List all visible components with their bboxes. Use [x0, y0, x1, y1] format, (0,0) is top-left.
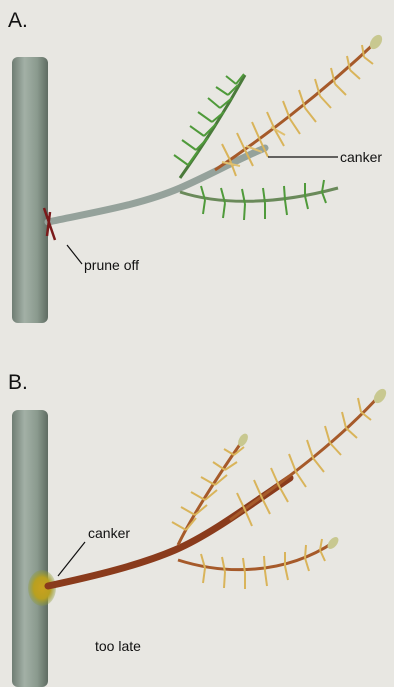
panel-a-letter: A.	[8, 10, 28, 31]
too-late-label: too late	[95, 639, 141, 653]
stem-a	[12, 57, 48, 323]
canker-label-b: canker	[88, 526, 130, 540]
prune-off-label: prune off	[84, 258, 139, 272]
foliage-green-lower-a	[180, 180, 338, 220]
panel-a	[12, 33, 385, 323]
panel-b	[12, 387, 389, 687]
canker-label-a: canker	[340, 150, 382, 164]
panel-b-letter: B.	[8, 372, 28, 393]
foliage-yellow-lower-b	[178, 539, 334, 589]
canker-leader-b	[58, 542, 85, 576]
prune-leader-a	[67, 245, 82, 264]
bud-lower-b	[325, 535, 340, 551]
stem-b	[12, 410, 48, 687]
